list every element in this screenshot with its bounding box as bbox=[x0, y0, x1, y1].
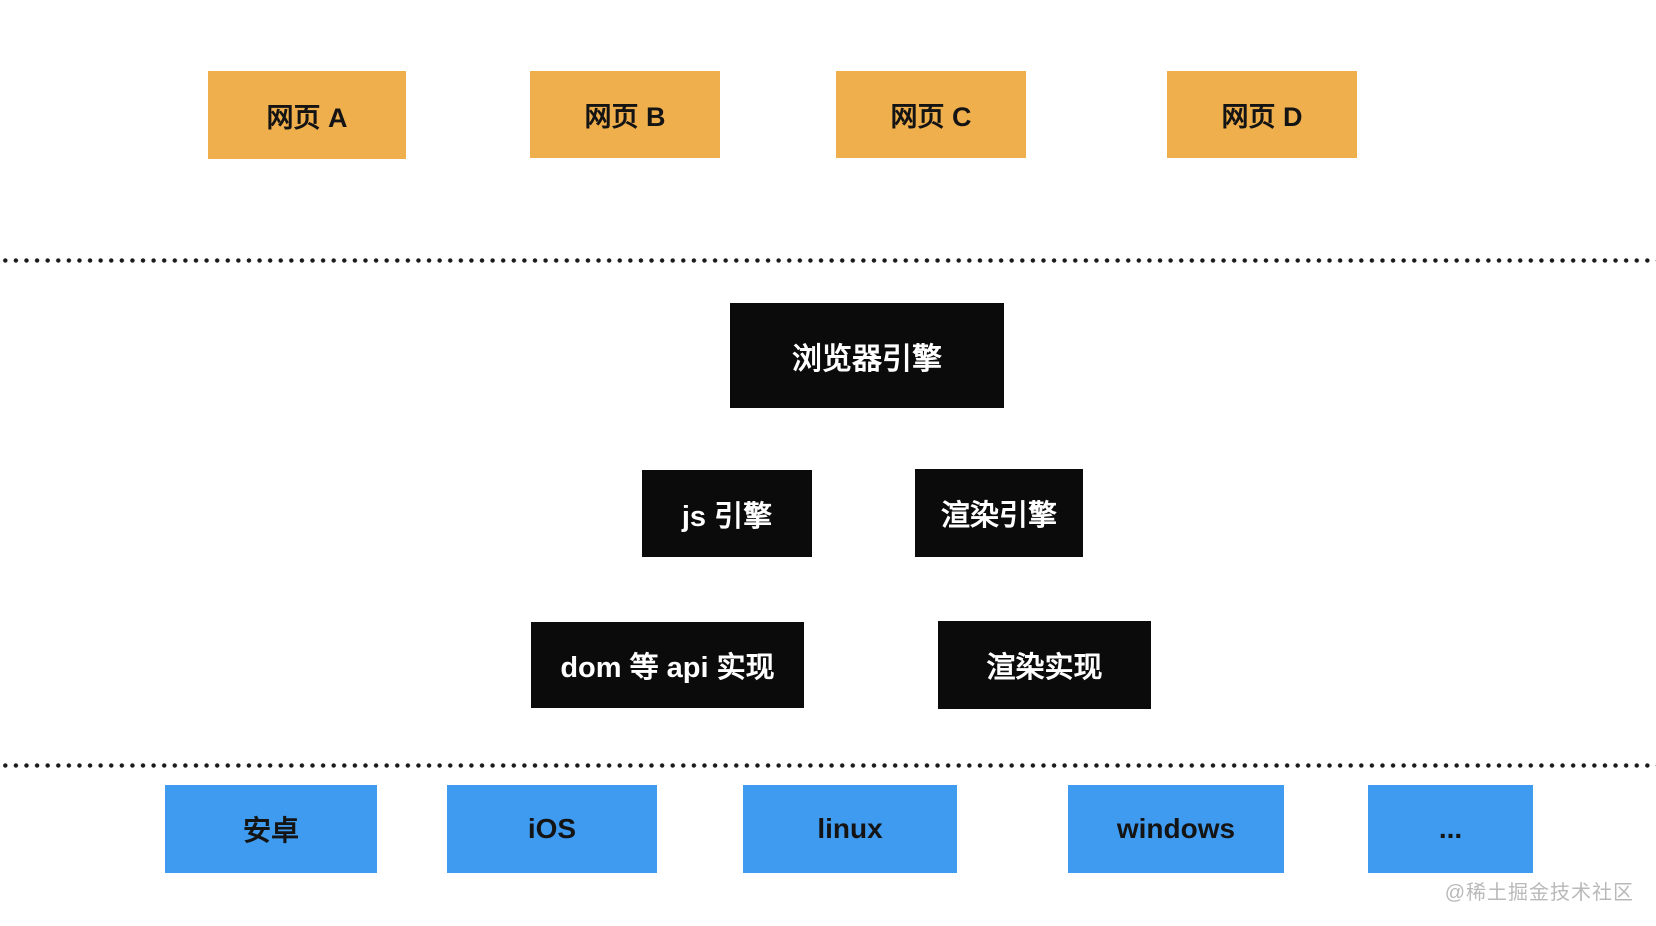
dom-api-impl-box: dom 等 api 实现 bbox=[531, 622, 804, 708]
browser-engine-box: 浏览器引擎 bbox=[730, 303, 1004, 408]
lower-dotted-divider bbox=[0, 763, 1656, 768]
webpage-c-box: 网页 C bbox=[836, 71, 1026, 158]
js-engine-box: js 引擎 bbox=[642, 470, 812, 557]
webpage-a-box: 网页 A bbox=[208, 71, 406, 159]
platform-linux-box: linux bbox=[743, 785, 957, 873]
watermark: @稀土掘金技术社区 bbox=[1444, 882, 1634, 904]
platform-more-box: ... bbox=[1368, 785, 1533, 873]
platform-windows-box: windows bbox=[1068, 785, 1284, 873]
platform-android-box: 安卓 bbox=[165, 785, 377, 873]
webpage-b-box: 网页 B bbox=[530, 71, 720, 158]
webpage-d-box: 网页 D bbox=[1167, 71, 1357, 158]
render-impl-box: 渲染实现 bbox=[938, 621, 1151, 709]
platform-ios-box: iOS bbox=[447, 785, 657, 873]
render-engine-box: 渲染引擎 bbox=[915, 469, 1083, 557]
upper-dotted-divider bbox=[0, 258, 1656, 263]
